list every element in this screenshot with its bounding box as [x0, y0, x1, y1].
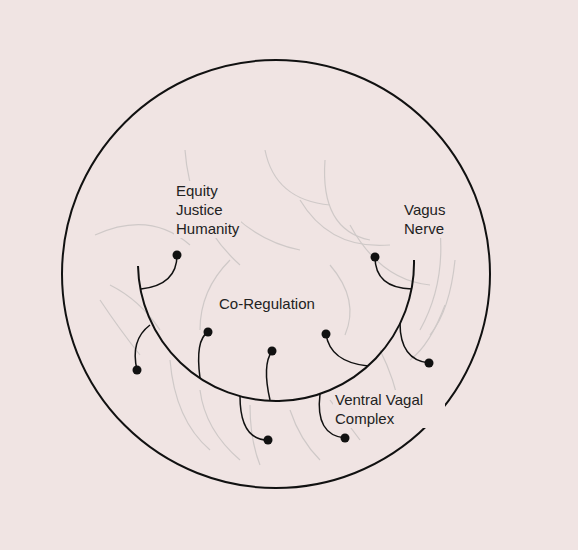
value-label: Equity Justice Humanity: [174, 181, 241, 238]
ventral-arc: [138, 260, 414, 401]
outer-circle: [62, 60, 490, 488]
nerve-label: Vagus Nerve: [402, 200, 447, 238]
process-label: Co-Regulation: [217, 294, 317, 313]
grey-branches: [95, 150, 455, 465]
complex-label: Ventral Vagal Complex: [333, 390, 445, 428]
